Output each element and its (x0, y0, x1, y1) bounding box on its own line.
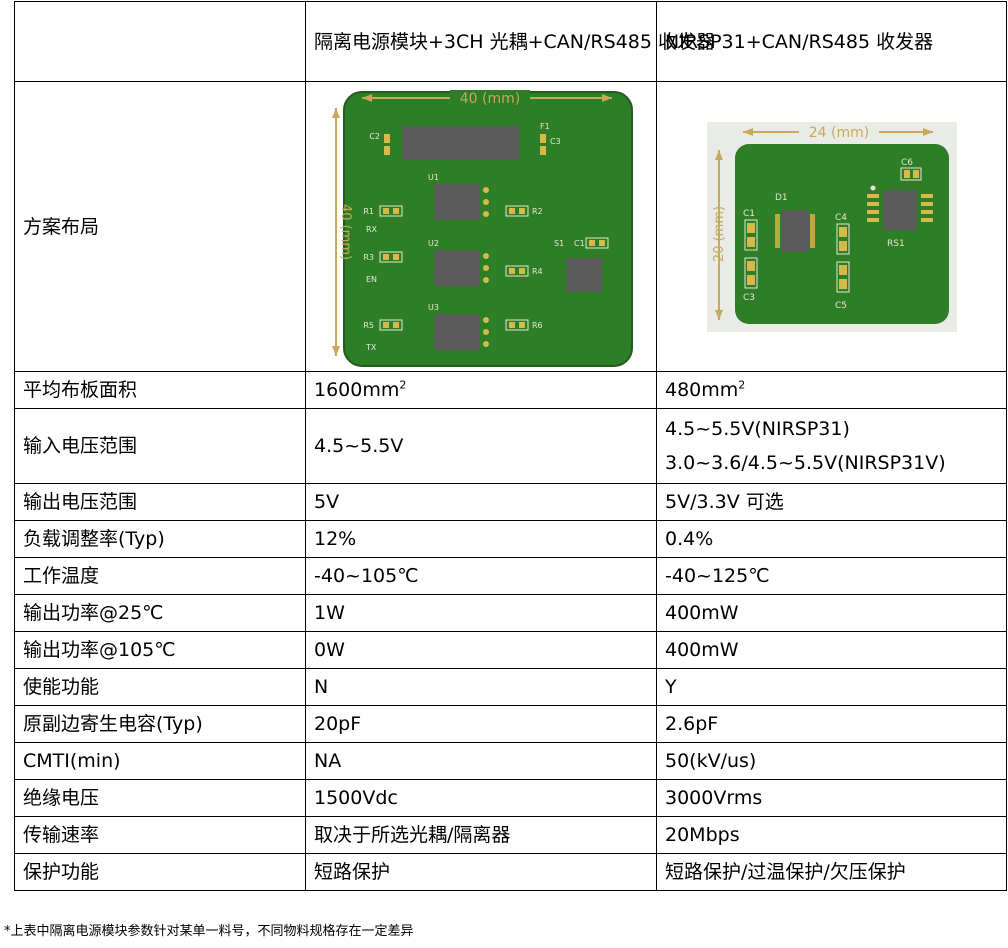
row-value-a: N (305, 668, 657, 706)
left-pcb-label: C1 (574, 239, 585, 248)
left-pcb-dim-side: 40 (mm) (338, 203, 353, 259)
row-value-a: 0W (305, 631, 657, 669)
table-row: 负载调整率(Typ)12%0.4% (14, 520, 1007, 558)
layout-row: 方案布局 40 (mm) 40 (mm) C2 F1 C3 (14, 81, 1007, 372)
value-line: 4.5~5.5V(NIRSP31) (665, 418, 850, 440)
header-isolated-module: 隔离电源模块+3CH 光耦+CAN/RS485 收发器 (305, 1, 715, 82)
row-value-a: 1500Vdc (305, 779, 657, 817)
row-value-a: 5V (305, 483, 657, 521)
header-nirsp31: NIRSP31+CAN/RS485 收发器 (656, 1, 1007, 82)
right-pcb-label: C1 (743, 209, 755, 219)
right-pcb-label: C6 (901, 158, 913, 168)
superscript: 2 (738, 378, 746, 392)
row-value-a: 1W (305, 594, 657, 632)
row-value-a: 12% (305, 520, 657, 558)
table-row: 平均布板面积 1600mm2 480mm2 (14, 371, 1007, 409)
right-pcb-label: C3 (743, 293, 755, 303)
footnote: *上表中隔离电源模块参数针对某单一料号，不同物料规格存在一定差异 (4, 924, 414, 939)
right-pcb-label: C4 (835, 213, 847, 223)
left-pcb-cell: 40 (mm) 40 (mm) C2 F1 C3 U1 R1 R2 (305, 81, 657, 372)
row-value-b: -40~125℃ (656, 557, 1007, 595)
left-pcb-label: R1 (363, 207, 374, 216)
row-label: CMTI(min) (14, 742, 306, 780)
row-value-b: 480mm2 (656, 371, 1007, 409)
left-pcb-module (402, 125, 520, 160)
header-empty-cell (14, 1, 306, 82)
right-pcb-label: C5 (835, 301, 847, 311)
row-value-a: -40~105℃ (305, 557, 657, 595)
row-label: 工作温度 (14, 557, 306, 595)
row-value-b: 4.5~5.5V(NIRSP31) 3.0~3.6/4.5~5.5V(NIRSP3… (656, 408, 1007, 484)
right-pcb-image: 24 (mm) 20 (mm) C6 D1 C1 C3 C4 (706, 121, 957, 332)
row-value-a: 短路保护 (305, 853, 657, 891)
value-text: 1600mm (314, 379, 400, 401)
left-pcb-label: RX (366, 225, 378, 234)
row-value-b: 400mW (656, 631, 1007, 669)
left-pcb-label: EN (366, 275, 377, 284)
row-value-b: 50(kV/us) (656, 742, 1007, 780)
left-pcb-label: F1 (540, 122, 550, 131)
row-label: 输入电压范围 (14, 408, 306, 484)
right-pcb-cell: 24 (mm) 20 (mm) C6 D1 C1 C3 C4 (656, 81, 1007, 372)
value-text: 480mm (665, 379, 739, 401)
row-value-a: 取决于所选光耦/隔离器 (305, 816, 657, 854)
row-value-b: 20Mbps (656, 816, 1007, 854)
row-label: 使能功能 (14, 668, 306, 706)
left-pcb-label: R4 (532, 267, 543, 276)
row-value-b: 0.4% (656, 520, 1007, 558)
row-value-b: 400mW (656, 594, 1007, 632)
row-value-b: 3000Vrms (656, 779, 1007, 817)
row-value-b: 5V/3.3V 可选 (656, 483, 1007, 521)
superscript: 2 (399, 378, 407, 392)
left-pcb-label: R3 (363, 253, 374, 262)
row-label: 平均布板面积 (14, 371, 306, 409)
right-pcb-label: D1 (775, 193, 788, 203)
table-row: 工作温度-40~105℃-40~125℃ (14, 557, 1007, 595)
table-row: 保护功能短路保护短路保护/过温保护/欠压保护 (14, 853, 1007, 891)
row-label: 输出功率@105℃ (14, 631, 306, 669)
row-label: 传输速率 (14, 816, 306, 854)
left-pcb-label: C2 (369, 132, 380, 141)
row-value-b: Y (656, 668, 1007, 706)
left-pcb-dim-top: 40 (mm) (460, 91, 520, 107)
row-value-a: NA (305, 742, 657, 780)
row-value-b: 2.6pF (656, 705, 1007, 743)
row-label: 绝缘电压 (14, 779, 306, 817)
row-label: 输出电压范围 (14, 483, 306, 521)
row-value-a: 1600mm2 (305, 371, 657, 409)
right-pcb-dim-side: 20 (mm) (712, 205, 727, 261)
comparison-table: 隔离电源模块+3CH 光耦+CAN/RS485 收发器 NIRSP31+CAN/… (14, 1, 1007, 891)
left-pcb-image: 40 (mm) 40 (mm) C2 F1 C3 U1 R1 R2 (332, 89, 633, 367)
row-label: 原副边寄生电容(Typ) (14, 705, 306, 743)
row-value-a: 4.5~5.5V (305, 408, 657, 484)
right-pcb-dim-top: 24 (mm) (808, 125, 868, 141)
right-pcb-label: RS1 (887, 239, 905, 249)
row-value-a: 20pF (305, 705, 657, 743)
row-label: 输出功率@25℃ (14, 594, 306, 632)
left-pcb-label: U1 (428, 173, 439, 182)
left-pcb-label: R5 (363, 321, 374, 330)
row-value-b: 短路保护/过温保护/欠压保护 (656, 853, 1007, 891)
left-pcb-label: R6 (532, 321, 543, 330)
left-pcb-label: C3 (550, 137, 561, 146)
left-pcb-label: R2 (532, 207, 543, 216)
left-pcb-label: TX (365, 343, 377, 352)
left-pcb-label: U2 (428, 239, 439, 248)
left-pcb-label: U3 (428, 303, 439, 312)
row-label: 负载调整率(Typ) (14, 520, 306, 558)
header-row: 隔离电源模块+3CH 光耦+CAN/RS485 收发器 NIRSP31+CAN/… (14, 1, 1007, 82)
left-pcb-label: S1 (554, 239, 564, 248)
layout-label: 方案布局 (14, 81, 306, 372)
row-label: 保护功能 (14, 853, 306, 891)
value-line: 3.0~3.6/4.5~5.5V(NIRSP31V) (665, 452, 946, 474)
table-row: 输入电压范围 4.5~5.5V 4.5~5.5V(NIRSP31) 3.0~3.6… (14, 408, 1007, 484)
